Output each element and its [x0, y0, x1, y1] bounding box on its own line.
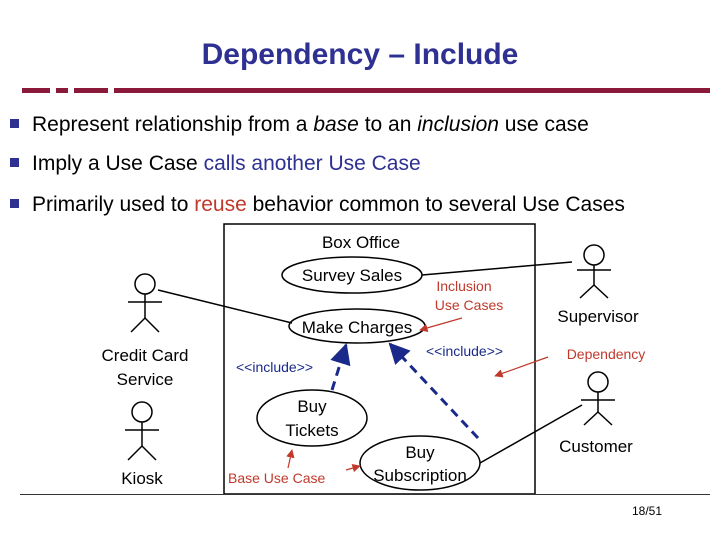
association-supervisor-survey-sales: [421, 261, 573, 276]
slide-title: Dependency – Include: [201, 38, 519, 71]
use-case-survey-sales-label: Survey Sales: [302, 266, 402, 285]
association-customer-buy-subscription: [479, 404, 583, 464]
use-case-buy-subscription-label-1: Buy: [405, 443, 435, 462]
bullet-marker: [10, 119, 19, 128]
use-case-buy-tickets-label-2: Tickets: [285, 421, 338, 440]
use-case-buy-tickets[interactable]: [256, 389, 368, 447]
bullet-item: Primarily used to reuse behavior common …: [10, 193, 625, 217]
annotation-dependency: Dependency: [567, 346, 646, 362]
use-case-make-charges-label: Make Charges: [302, 318, 413, 337]
association-credit-card-make-charges: [157, 289, 293, 324]
bullet-emphasis: base: [313, 113, 359, 136]
bullet-text: use case: [498, 113, 589, 136]
bullet-text: to an: [358, 113, 418, 136]
actor-customer-label: Customer: [559, 437, 633, 456]
bullet-text: Imply a Use Case: [32, 152, 204, 175]
page-number: 18/51: [632, 504, 663, 518]
annotation-inclusion-1: Inclusion: [436, 278, 491, 294]
bullet-text: Primarily used to: [32, 193, 195, 216]
actor-customer[interactable]: [581, 371, 615, 426]
bullet-marker: [10, 199, 19, 208]
system-label: Box Office: [322, 233, 400, 252]
footer-rule: [20, 494, 710, 495]
bullet-highlight: reuse: [194, 193, 247, 216]
annotation-pointer-base-tickets: [286, 449, 295, 469]
title-underline: [114, 88, 710, 93]
annotation-pointer-dependency: [494, 356, 549, 378]
actor-supervisor-label: Supervisor: [557, 307, 639, 326]
include-arrow-buy-tickets: [330, 342, 351, 391]
use-case-buy-tickets-label-1: Buy: [297, 397, 327, 416]
bullet-highlight: calls another Use Case: [203, 152, 421, 175]
include-stereotype-left: <<include>>: [236, 359, 313, 375]
actor-credit-card-label-1: Credit Card: [102, 346, 189, 365]
actor-supervisor[interactable]: [577, 244, 611, 299]
bullet-text: behavior common to several Use Cases: [246, 193, 625, 216]
include-stereotype-right: <<include>>: [426, 343, 503, 359]
actor-kiosk-label: Kiosk: [121, 469, 163, 488]
use-case-buy-subscription-label-2: Subscription: [373, 466, 467, 485]
actor-credit-card-label-2: Service: [117, 370, 174, 389]
bullet-emphasis: inclusion: [417, 113, 499, 136]
annotation-base-use-case: Base Use Case: [228, 470, 325, 486]
bullet-item: Represent relationship from a base to an…: [10, 113, 589, 137]
title-underline-accent-2: [56, 88, 68, 93]
annotation-pointer-base-subscription: [345, 464, 361, 473]
bullet-item: Imply a Use Case calls another Use Case: [10, 152, 421, 176]
actor-kiosk[interactable]: [125, 401, 159, 461]
include-arrow-buy-subscription: [388, 342, 480, 440]
annotation-pointer-inclusion: [419, 317, 463, 332]
actor-credit-card-service[interactable]: [128, 273, 162, 333]
title-underline-accent-3: [74, 88, 108, 93]
bullet-marker: [10, 158, 19, 167]
bullet-text: Represent relationship from a: [32, 113, 314, 136]
annotation-inclusion-2: Use Cases: [435, 297, 503, 313]
title-underline-accent-1: [22, 88, 50, 93]
